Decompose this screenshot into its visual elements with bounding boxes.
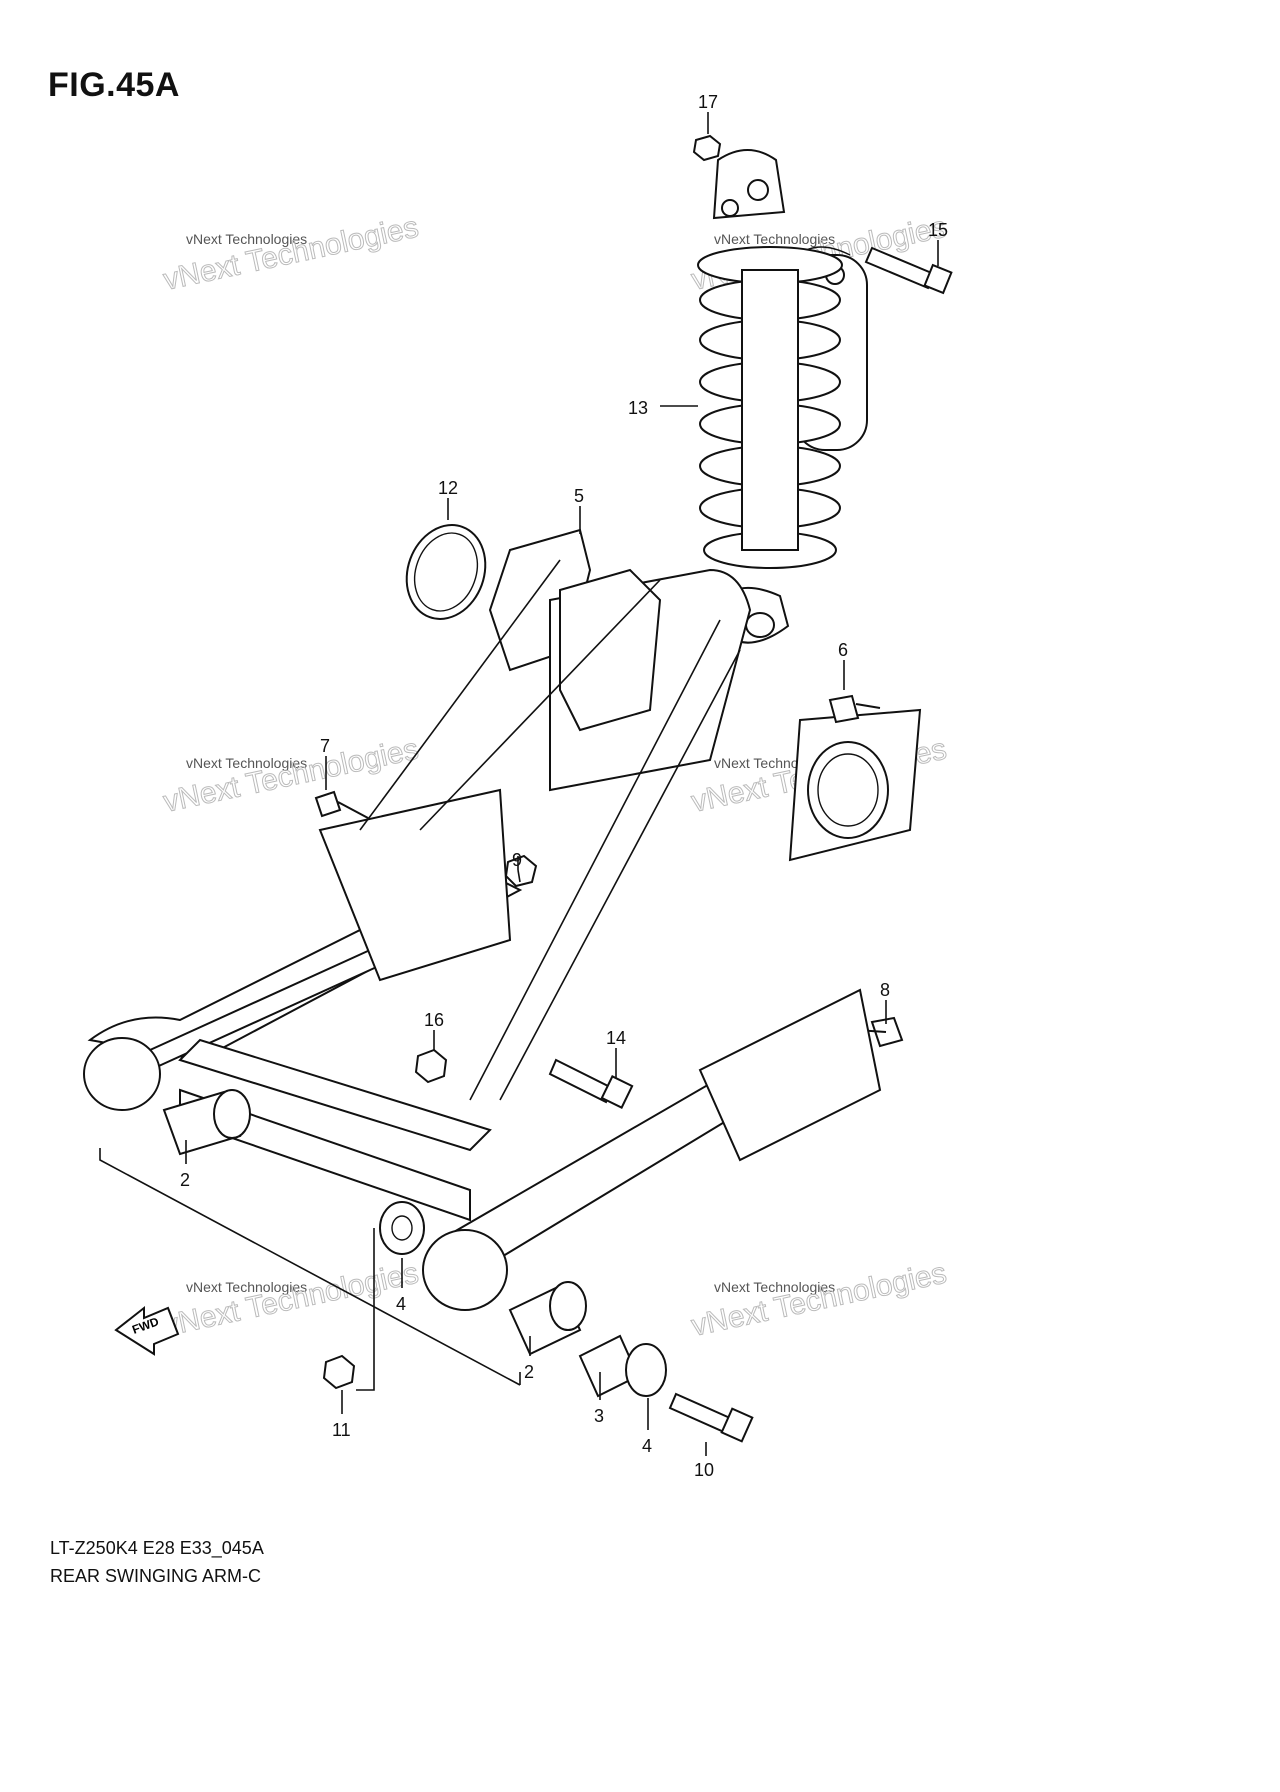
diagram-name: REAR SWINGING ARM-C	[50, 1566, 262, 1586]
bolt-15	[864, 246, 953, 295]
washer-4-upper	[379, 1201, 425, 1255]
swing-arm	[83, 788, 882, 1311]
callout-16: 16	[424, 1010, 444, 1030]
diagram-code: LT-Z250K4 E28 E33_045A	[50, 1538, 264, 1558]
watermark-text: vNext Technologies	[186, 231, 307, 247]
callout-7: 7	[320, 736, 330, 756]
watermark-text: vNext Technologies	[714, 1279, 835, 1295]
callout-12: 12	[438, 478, 458, 498]
watermark-text: vNext Technologies	[689, 1257, 950, 1343]
callout-2-right: 2	[524, 1362, 534, 1382]
callout-9: 9	[512, 850, 522, 870]
o-ring-12	[405, 524, 487, 620]
watermark-text: vNext Technologies	[714, 231, 835, 247]
nut-16	[414, 1048, 448, 1084]
callout-2-left: 2	[180, 1170, 190, 1190]
coil-spring	[697, 246, 843, 569]
callout-3: 3	[594, 1406, 604, 1426]
watermark-text: vNext Technologies	[186, 755, 307, 771]
figure-title: FIG.45A	[48, 66, 180, 104]
figure-caption: LT-Z250K4 E28 E33_045A REAR SWINGING ARM…	[50, 1534, 264, 1590]
callout-13: 13	[628, 398, 648, 418]
watermark-text: vNext Technologies	[186, 1279, 307, 1295]
washer-4-lower	[625, 1343, 667, 1397]
callout-4-lower: 4	[642, 1436, 652, 1456]
nut-11	[322, 1354, 356, 1390]
leader-lines	[99, 112, 939, 1456]
callout-4-upper: 4	[396, 1294, 406, 1314]
bolt-7	[314, 790, 369, 819]
watermark-text: vNext Technologies	[161, 211, 422, 297]
callout-10: 10	[694, 1460, 714, 1480]
fwd-arrow-icon: FWD	[114, 1305, 180, 1356]
bearing-2-left	[162, 1089, 251, 1156]
callout-6: 6	[838, 640, 848, 660]
bolt-6	[828, 694, 881, 724]
bearing-2-right	[508, 1281, 587, 1356]
watermark-text: vNext Technologies	[161, 733, 422, 819]
bolt-14	[548, 1058, 634, 1109]
nut-17	[692, 134, 722, 162]
callout-15: 15	[928, 220, 948, 240]
bolt-10	[668, 1392, 754, 1443]
callout-5: 5	[574, 486, 584, 506]
callout-labels: 17 15 13 12 5 6 7 9 8 16 14 2 4 2 3 4 10…	[180, 92, 948, 1480]
watermark-text: vNext Technologies	[161, 1257, 422, 1343]
callout-11: 11	[332, 1420, 351, 1440]
callout-17: 17	[698, 92, 718, 112]
callout-14: 14	[606, 1028, 626, 1048]
shock-absorber	[697, 149, 868, 644]
pivot-housing	[488, 528, 922, 862]
callout-8: 8	[880, 980, 890, 1000]
